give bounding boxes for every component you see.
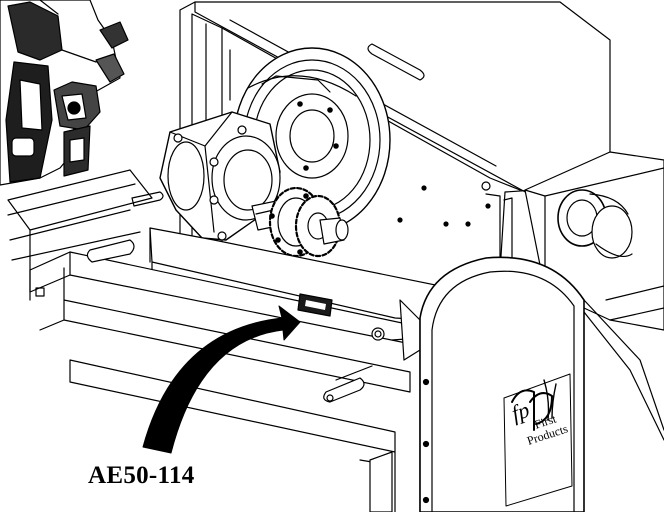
front-guard <box>420 257 664 512</box>
engine-assembly <box>0 0 128 185</box>
frame-rails <box>8 170 460 512</box>
gearbox <box>160 112 306 240</box>
decal-plate <box>298 294 332 316</box>
callout-arrow <box>143 306 300 453</box>
lower-bracket <box>370 452 392 512</box>
sprocket <box>270 188 348 256</box>
part-number-label: AE50-114 <box>88 462 195 489</box>
